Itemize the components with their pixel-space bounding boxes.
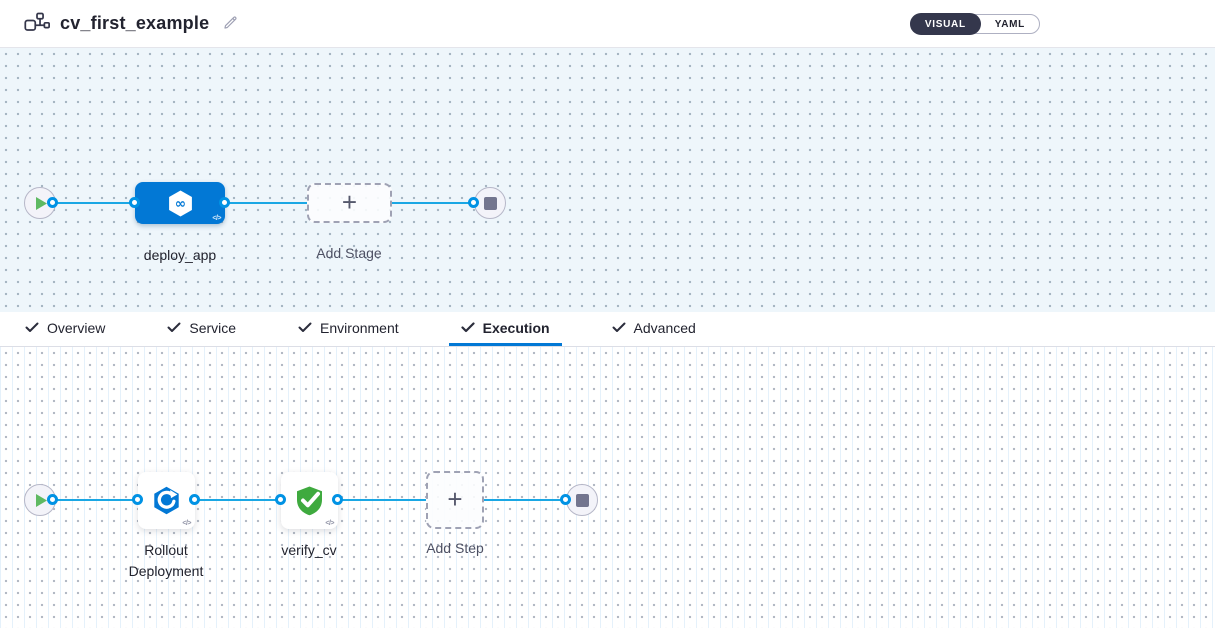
tab-label: Execution	[482, 319, 550, 336]
tab-execution[interactable]: Execution	[448, 312, 562, 346]
check-icon	[298, 320, 312, 336]
plus-icon: +	[341, 186, 358, 217]
view-toggle: VISUAL YAML	[909, 13, 1040, 35]
stage-config-tabbar: Overview Service Environment Execution A…	[0, 312, 1215, 347]
connector-dot[interactable]	[47, 197, 58, 208]
tab-advanced[interactable]: Advanced	[600, 312, 708, 346]
add-step-label: Add Step	[426, 540, 484, 556]
check-icon	[461, 320, 475, 336]
header: cv_first_example VISUAL YAML	[0, 0, 1215, 48]
connector-dot[interactable]	[332, 494, 343, 505]
flow-line	[225, 202, 307, 204]
tab-overview[interactable]: Overview	[13, 312, 117, 346]
tab-label: Advanced	[633, 319, 696, 336]
tab-service[interactable]: Service	[155, 312, 248, 346]
flow-line	[195, 499, 281, 501]
plus-icon: +	[447, 483, 463, 514]
play-icon	[36, 493, 47, 507]
edit-pencil-button[interactable]	[222, 14, 239, 34]
stage-node-deploy-app[interactable]: ∞ </>	[135, 182, 225, 224]
connector-dot[interactable]	[468, 197, 479, 208]
flow-line	[392, 202, 474, 204]
check-icon	[612, 320, 626, 336]
stop-icon	[575, 493, 589, 507]
cd-stage-hexagon-infinity-icon: ∞	[166, 189, 195, 218]
code-icon: </>	[182, 520, 191, 527]
stop-icon	[483, 196, 497, 210]
visual-toggle-button[interactable]: VISUAL	[909, 13, 981, 35]
connector-dot[interactable]	[189, 494, 200, 505]
flow-line	[484, 499, 566, 501]
rollout-deployment-icon	[151, 485, 182, 516]
tab-label: Overview	[47, 319, 106, 336]
connector-dot[interactable]	[275, 494, 286, 505]
page-title: cv_first_example	[60, 13, 210, 33]
tab-label: Service	[189, 319, 237, 336]
add-stage-button[interactable]: +	[307, 183, 392, 223]
connector-dot[interactable]	[129, 197, 140, 208]
check-icon	[25, 320, 39, 336]
step-rollout-deployment[interactable]: </>	[138, 472, 195, 529]
play-icon	[36, 196, 47, 210]
edit-pencil-icon	[222, 14, 239, 34]
verify-shield-icon	[294, 485, 326, 517]
yaml-toggle-button[interactable]: YAML	[981, 14, 1039, 34]
check-icon	[167, 320, 181, 336]
step-verify-cv[interactable]: </>	[281, 472, 338, 529]
pipeline-icon	[24, 12, 50, 35]
execution-canvas[interactable]: </> </> + Rollout Deployment verify_cv A…	[0, 347, 1215, 628]
tab-environment[interactable]: Environment	[286, 312, 411, 346]
tab-label: Environment	[320, 319, 399, 336]
stage-canvas[interactable]: ∞ </> + deploy_app Add Stage	[0, 48, 1215, 312]
add-stage-label: Add Stage	[316, 245, 382, 261]
code-icon: </>	[212, 215, 221, 222]
connector-dot[interactable]	[560, 494, 571, 505]
step-label: verify_cv	[281, 542, 337, 558]
code-icon: </>	[325, 520, 334, 527]
stage-label: deploy_app	[143, 247, 217, 263]
svg-text:∞: ∞	[174, 196, 185, 212]
flow-line	[53, 499, 138, 501]
connector-dot[interactable]	[219, 197, 230, 208]
connector-dot[interactable]	[132, 494, 143, 505]
connector-dot[interactable]	[47, 494, 58, 505]
pipeline-end-node	[474, 187, 506, 219]
flow-line	[53, 202, 135, 204]
add-step-button[interactable]: +	[426, 471, 484, 529]
flow-line	[338, 499, 426, 501]
step-label: Rollout Deployment	[128, 542, 204, 579]
